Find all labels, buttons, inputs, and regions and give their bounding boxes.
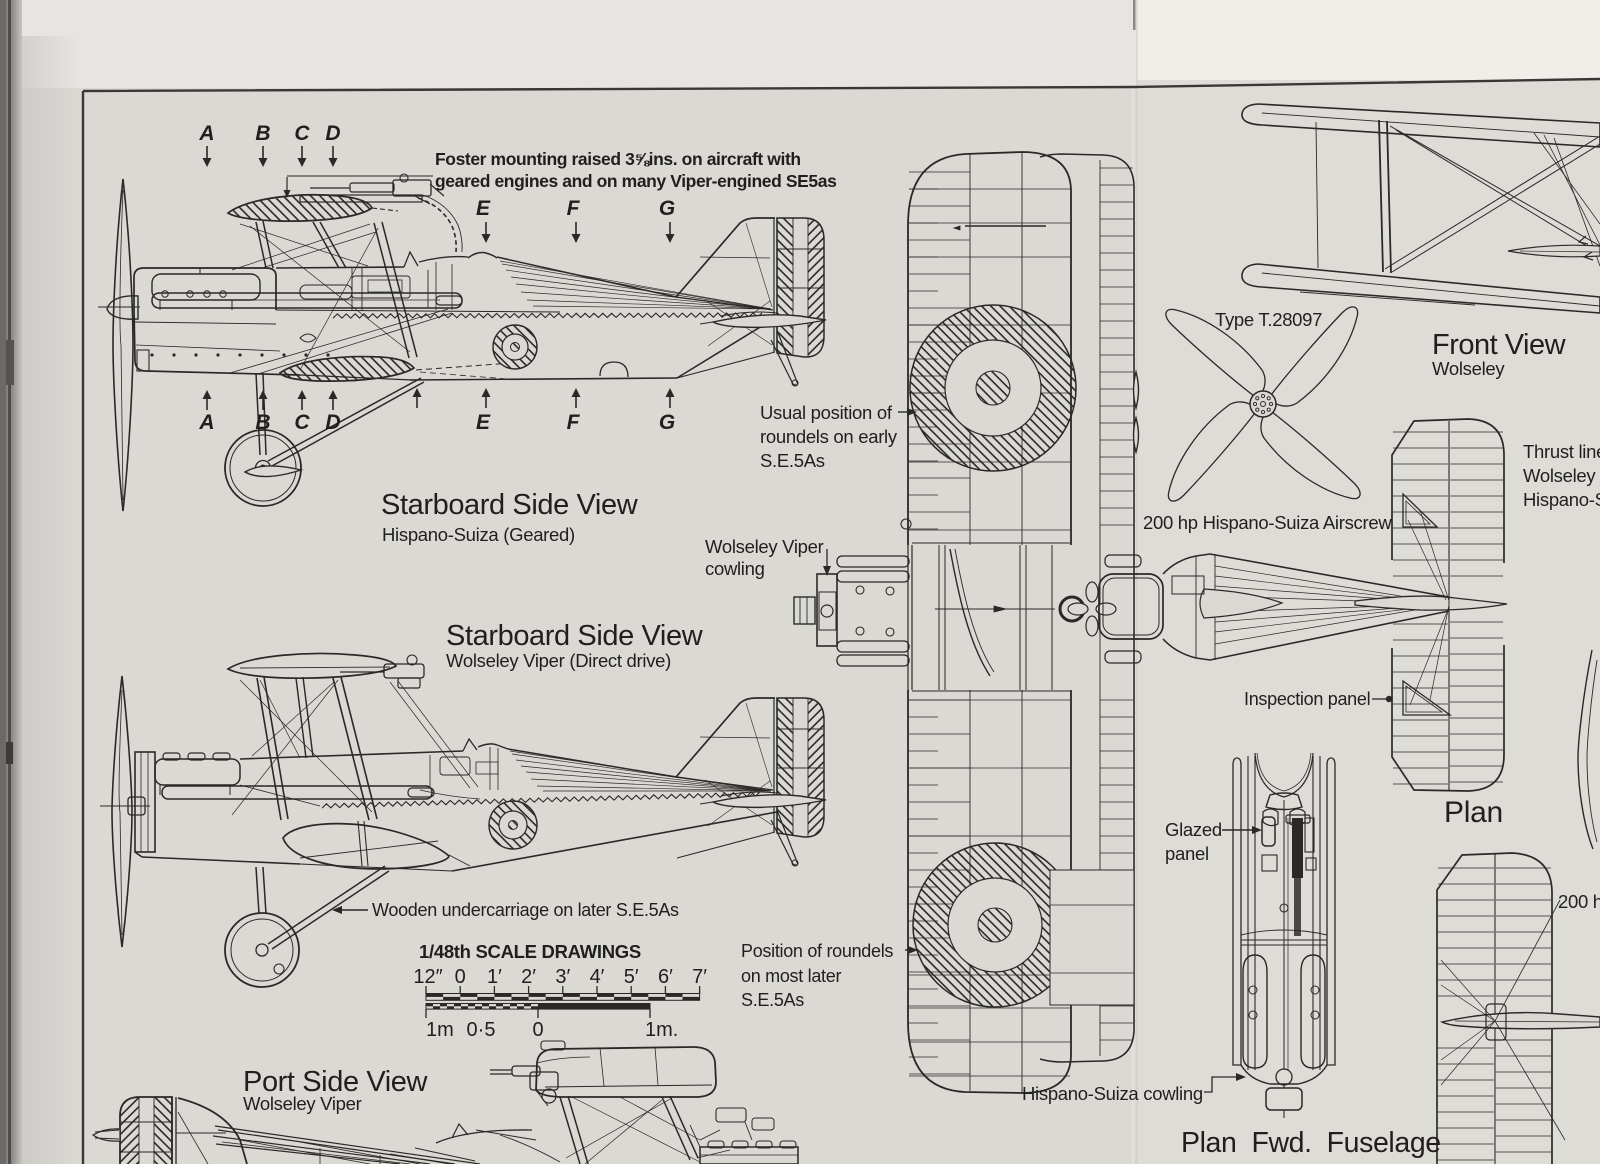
svg-text:geared engines and on many Vip: geared engines and on many Viper-engined… (435, 171, 837, 191)
svg-text:1/48th SCALE DRAWINGS: 1/48th SCALE DRAWINGS (419, 941, 641, 962)
svg-text:Foster mounting raised 3⅝ins.: Foster mounting raised 3⅝ins. on aircraf… (435, 149, 801, 169)
svg-text:Wolseley Viper: Wolseley Viper (243, 1093, 362, 1114)
svg-text:1′: 1′ (487, 966, 502, 988)
svg-text:F: F (567, 197, 581, 220)
svg-text:0: 0 (532, 1019, 543, 1041)
svg-text:Hispano-Suiza (Geared): Hispano-Suiza (Geared) (382, 524, 575, 545)
svg-text:Port Side View: Port Side View (243, 1066, 429, 1098)
svg-text:200 hp Hispano-Suiza Airscrew: 200 hp Hispano-Suiza Airscrew (1143, 512, 1392, 533)
svg-text:D: D (325, 411, 340, 434)
svg-text:C: C (294, 122, 310, 145)
svg-text:Hispano-S: Hispano-S (1523, 489, 1600, 510)
svg-text:S.E.5As: S.E.5As (760, 450, 825, 471)
svg-text:1m.: 1m. (645, 1019, 678, 1041)
svg-text:Wooden undercarriage on later: Wooden undercarriage on later S.E.5As (372, 900, 679, 920)
svg-text:B: B (255, 122, 270, 145)
svg-text:Starboard Side View: Starboard Side View (446, 620, 704, 652)
svg-text:A: A (198, 122, 214, 145)
svg-text:Glazed: Glazed (1165, 819, 1222, 840)
svg-text:D: D (325, 122, 340, 145)
svg-text:Front View: Front View (1432, 329, 1567, 361)
svg-text:G: G (659, 197, 675, 220)
svg-text:Plan: Plan (1444, 796, 1503, 829)
svg-text:B: B (255, 411, 270, 434)
svg-text:6′: 6′ (658, 966, 673, 988)
svg-text:Thrust line: Thrust line (1523, 441, 1600, 462)
svg-text:Starboard Side View: Starboard Side View (381, 489, 639, 521)
svg-text:Wolseley Viper (Direct drive): Wolseley Viper (Direct drive) (446, 650, 671, 671)
svg-text:G: G (659, 411, 675, 434)
svg-text:4′: 4′ (590, 966, 605, 988)
svg-text:3′: 3′ (555, 966, 570, 988)
svg-text:E: E (476, 197, 491, 220)
svg-text:Type T.28097: Type T.28097 (1215, 309, 1322, 330)
svg-text:A: A (198, 411, 214, 434)
svg-text:Position of roundels: Position of roundels (741, 941, 893, 961)
svg-text:2′: 2′ (521, 966, 536, 988)
svg-text:Wolseley Viper: Wolseley Viper (705, 536, 824, 557)
svg-text:Inspection panel: Inspection panel (1244, 689, 1370, 709)
svg-text:1m: 1m (426, 1019, 454, 1041)
svg-text:12″: 12″ (413, 966, 442, 988)
svg-text:Usual position of: Usual position of (760, 402, 893, 423)
svg-text:E: E (476, 411, 491, 434)
svg-text:7′: 7′ (692, 966, 707, 988)
svg-text:panel: panel (1165, 843, 1209, 864)
svg-text:F: F (567, 411, 581, 434)
svg-text:5′: 5′ (624, 966, 639, 988)
svg-text:Hispano-Suiza cowling: Hispano-Suiza cowling (1022, 1083, 1203, 1104)
svg-text:cowling: cowling (705, 558, 765, 579)
svg-text:Plan Fwd. Fuselage: Plan Fwd. Fuselage (1181, 1127, 1441, 1159)
svg-text:Wolseley C: Wolseley C (1523, 465, 1600, 486)
svg-text:C: C (294, 411, 310, 434)
svg-text:roundels on early: roundels on early (760, 426, 898, 447)
svg-text:0: 0 (455, 966, 466, 988)
svg-text:Wolseley: Wolseley (1432, 358, 1505, 379)
svg-text:0·5: 0·5 (467, 1019, 496, 1041)
svg-text:S.E.5As: S.E.5As (741, 990, 804, 1010)
svg-text:on most later: on most later (741, 966, 841, 986)
svg-text:200 h: 200 h (1558, 891, 1600, 912)
